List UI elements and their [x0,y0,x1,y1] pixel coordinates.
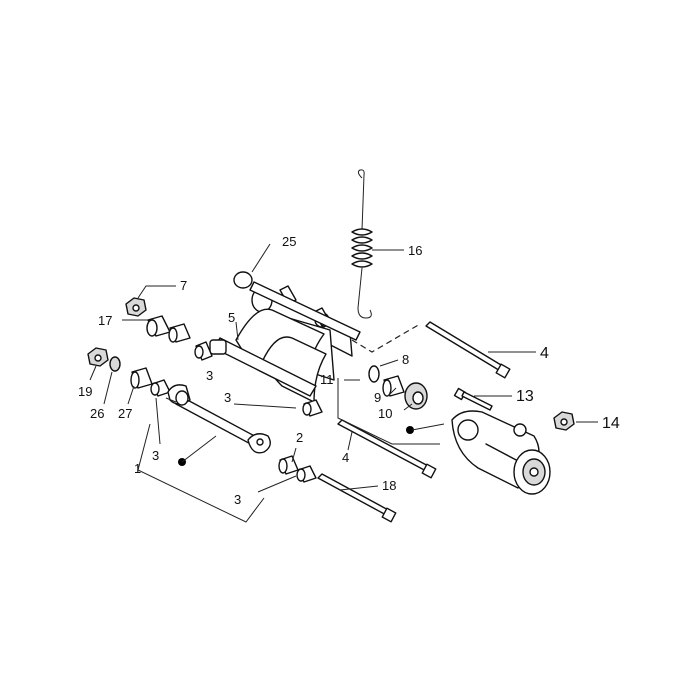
leader-lines [89,243,598,523]
nut-part-14 [553,411,575,431]
callout-18: 18 [382,478,396,493]
carrier-housing [451,410,551,495]
spring-part-16 [351,169,373,319]
nut-part-7 [125,297,147,317]
bushing-part-17b [168,323,191,343]
callout-26: 26 [90,406,104,421]
swing-arm-bracket-part-5 [209,285,353,403]
callout-9: 9 [374,390,381,405]
callout-11: 11 [320,372,334,387]
callout-4-lower: 4 [342,450,349,465]
bolt-part-18 [317,473,397,523]
callout-27: 27 [118,406,132,421]
bushing-part-9 [382,375,405,397]
callout-5: 5 [228,310,235,325]
callout-3-upper: 3 [206,368,213,383]
nut-part-19 [87,347,109,367]
bushing-part-3-middle [302,399,323,417]
callout-13: 13 [516,388,534,405]
axle-arm-part-1 [167,384,271,454]
bushing-part-2 [278,455,299,475]
bolt-part-4-upper [425,321,511,379]
callout-3-left: 3 [152,448,159,463]
bushing-part-3-left [150,379,171,397]
gear-part-10 [404,382,428,410]
bolt-part-13 [453,387,493,411]
callout-16: 16 [408,243,422,258]
callout-2: 2 [296,430,303,445]
sleeve-part-17 [146,315,171,337]
callout-25: 25 [282,234,296,249]
callout-10: 10 [378,406,392,421]
callout-1: 1 [134,461,141,476]
bolt-part-4-lower [337,419,437,479]
callout-3-lower: 3 [234,492,241,507]
bushing-part-27 [130,367,153,389]
callout-14: 14 [602,415,620,432]
callout-19: 19 [78,384,92,399]
washer-part-8 [368,365,380,383]
callout-3-middle: 3 [224,390,231,405]
reference-dot-right [406,426,414,434]
callout-8: 8 [402,352,409,367]
callout-4-upper: 4 [540,345,549,362]
bushing-part-3-lower [296,465,317,483]
callout-7: 7 [180,278,187,293]
callout-17: 17 [98,313,112,328]
callout-labels: 1 2 3 3 3 3 4 4 5 7 8 9 10 11 13 14 16 1… [78,234,620,507]
dashed-guide-line [351,323,421,353]
shaft-part-25 [233,271,361,341]
bushing-small-near-5 [194,341,213,361]
washer-part-26 [109,356,121,372]
